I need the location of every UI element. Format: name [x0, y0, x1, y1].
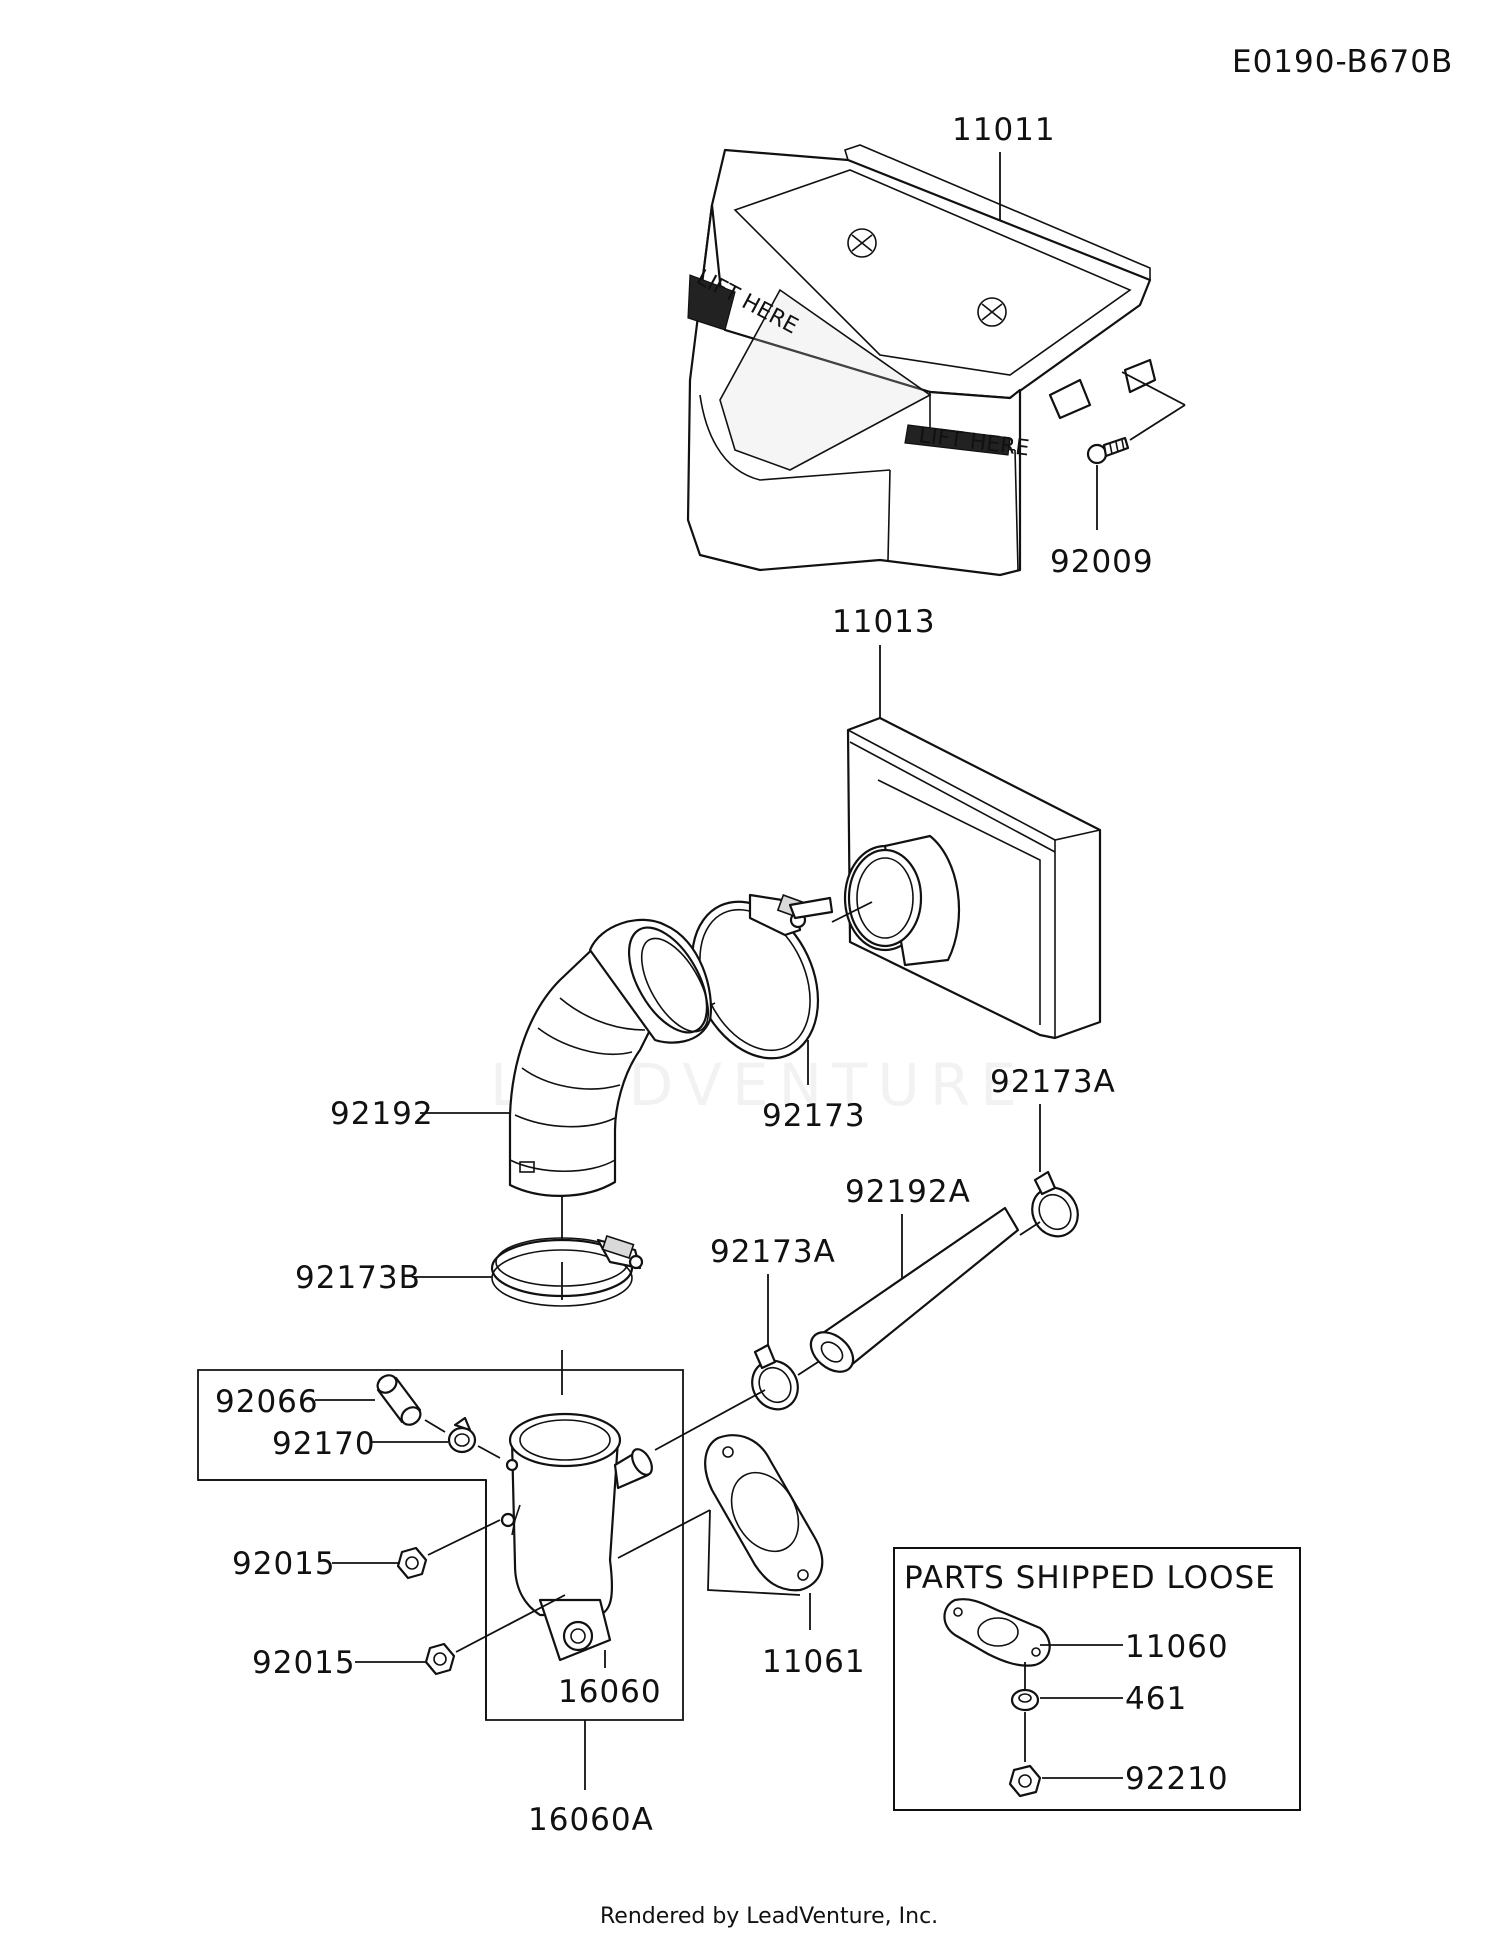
callout-92173: 92173	[762, 1098, 866, 1134]
callout-92173A-mid: 92173A	[710, 1234, 836, 1270]
loose-gasket-part[interactable]	[943, 1598, 1051, 1667]
callout-11011: 11011	[952, 112, 1056, 148]
callout-92015-a: 92015	[232, 1546, 336, 1582]
callout-11013: 11013	[832, 604, 936, 640]
callout-92170: 92170	[272, 1426, 376, 1462]
small-clamp-mid-part[interactable]	[743, 1343, 806, 1418]
hose-clamp-part[interactable]	[668, 881, 842, 1079]
screw-part[interactable]	[1086, 436, 1130, 465]
callout-16060: 16060	[558, 1674, 662, 1710]
loose-nut-part[interactable]	[1008, 1764, 1042, 1798]
callout-16060A: 16060A	[528, 1802, 654, 1838]
callout-92015-b: 92015	[252, 1645, 356, 1681]
band-clamp-part[interactable]	[490, 1235, 644, 1307]
callout-92210: 92210	[1125, 1761, 1229, 1797]
intake-pipe-joint-part[interactable]	[500, 1412, 656, 1662]
loose-washer-part[interactable]	[1010, 1688, 1040, 1712]
flange-nut-lower-part[interactable]	[424, 1642, 456, 1676]
callout-92173B: 92173B	[295, 1260, 421, 1296]
callout-461: 461	[1125, 1681, 1187, 1717]
elbow-intake-hose-part[interactable]	[508, 915, 723, 1197]
clip-part[interactable]	[447, 1416, 477, 1454]
callout-92192A: 92192A	[845, 1174, 971, 1210]
plug-part[interactable]	[374, 1372, 424, 1429]
flange-nut-upper-part[interactable]	[396, 1546, 428, 1580]
callout-11060: 11060	[1125, 1629, 1229, 1665]
small-clamp-top-part[interactable]	[1023, 1170, 1086, 1245]
loose-box-title: PARTS SHIPPED LOOSE	[904, 1560, 1276, 1596]
air-filter-element-part[interactable]	[843, 716, 1102, 1040]
gasket-part[interactable]	[704, 1434, 824, 1592]
parts-shipped-loose-box	[893, 1547, 1301, 1811]
air-cleaner-cover-part[interactable]: LIFT HERE LIFT HERE	[686, 144, 1157, 577]
callout-92066: 92066	[215, 1384, 319, 1420]
callout-92192: 92192	[330, 1096, 434, 1132]
callout-92009: 92009	[1050, 544, 1154, 580]
diagram-code: E0190-B670B	[1232, 44, 1453, 80]
breather-hose-part[interactable]	[803, 1206, 1020, 1380]
footer-credit: Rendered by LeadVenture, Inc.	[600, 1904, 938, 1929]
callout-92173A-top: 92173A	[990, 1064, 1116, 1100]
callout-11061: 11061	[762, 1644, 866, 1680]
